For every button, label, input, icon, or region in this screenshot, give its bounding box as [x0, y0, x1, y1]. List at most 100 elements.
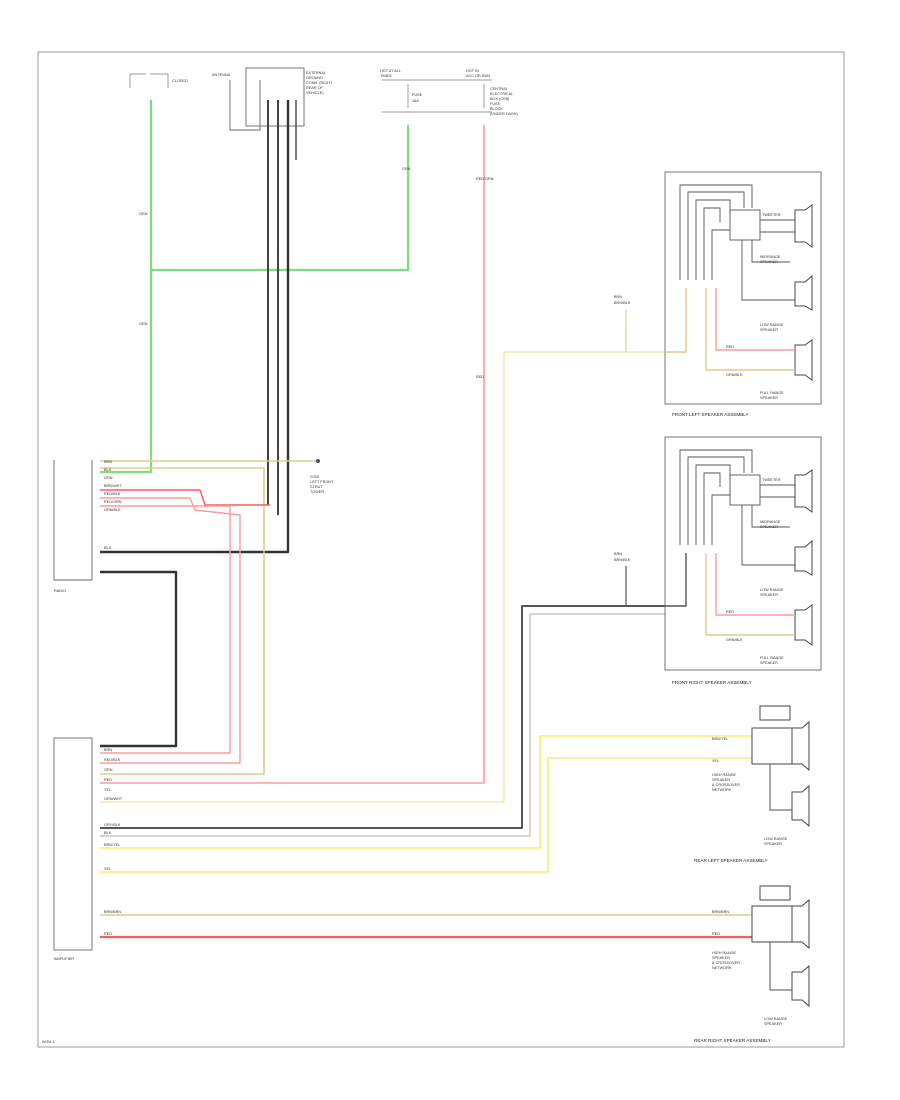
fuse-right-0: HOT IN: [466, 69, 479, 73]
wires: [100, 100, 752, 939]
rear-left-speaker-assembly: BRN/YEL YEL HIGH RANGE SPEAKER & CROSSOV…: [694, 705, 810, 863]
rear-right-caption: REAR RIGHT SPEAKER ASSEMBLY: [694, 1038, 771, 1043]
fuse-left-1: TIMES: [380, 74, 392, 78]
wire-green-fuse: [151, 125, 410, 272]
ground-note-3: TOWER: [310, 490, 324, 494]
front-left-caption: FRONT LEFT SPEAKER ASSEMBLY: [672, 412, 749, 417]
wire-green-main: [100, 100, 153, 474]
fl-woofer-0: LOW RANGE: [760, 323, 784, 327]
fl-w2: BRN/BLK: [614, 301, 631, 305]
pink-wire-label-mid: RED: [476, 375, 484, 379]
amp-wire-5: GRN/WHT: [104, 797, 123, 801]
fr-w1: BRN: [614, 552, 622, 556]
fl-mid-0: MIDRANGE: [760, 255, 781, 259]
rl-hi-1: SPEAKER: [712, 778, 730, 782]
rl-lo-0: LOW RANGE: [764, 837, 788, 841]
rl-w2: YEL: [712, 759, 719, 763]
pink-wire-label: RED/GRN: [476, 177, 494, 181]
wire-pink-power: [100, 125, 485, 784]
antenna-desc-2: CONN. (RIGHT: [306, 81, 333, 85]
rl-w1: BRN/YEL: [712, 737, 728, 741]
amplifier-unit: AMPLIFIER BRN RED/BLK GRN RED YEL GRN/WH…: [53, 737, 123, 961]
fl-woofer-1: SPEAKER: [760, 328, 778, 332]
fuse-right-desc-0: CENTRAL: [490, 87, 508, 91]
rr-hi-2: & CROSSOVER: [712, 961, 740, 965]
switch-label: CLOSED: [172, 79, 188, 83]
antenna-desc-1: GROUND: [306, 76, 323, 80]
fr-woofer-1: SPEAKER: [760, 593, 778, 597]
rl-lo-1: SPEAKER: [764, 842, 782, 846]
amp-wire-3: RED: [104, 778, 112, 782]
fl-w1: BRN: [614, 295, 622, 299]
front-right-caption: FRONT RIGHT SPEAKER ASSEMBLY: [672, 680, 752, 685]
ground-note-0: G100: [310, 475, 319, 479]
fl-tweeter: TWEETER: [762, 213, 781, 217]
rr-hi-1: SPEAKER: [712, 956, 730, 960]
antenna-desc-4: VEHICLE): [306, 91, 324, 95]
amp-wire-10: BRN/BRN: [104, 910, 121, 914]
amp-wire-4: YEL: [104, 788, 111, 792]
radio-wire-4: RED/BLK: [104, 492, 121, 496]
fr-full-1: SPEAKER: [760, 661, 778, 665]
green-wire-label-fuse: GRN: [402, 167, 411, 171]
amp-wire-7: BLK: [104, 831, 112, 835]
radio-unit: RADIO BRN BLK GRN BRN/WHT RED/BLK RED/GR…: [53, 460, 122, 593]
front-left-speaker-assembly: FRONT LEFT SPEAKER ASSEMBLY TWEETER MIDR…: [614, 171, 822, 417]
amplifier-label: AMPLIFIER: [54, 957, 74, 961]
rl-hi-0: HIGH RANGE: [712, 773, 737, 777]
fuse-left-desc-1: 15A: [412, 99, 419, 103]
fr-mid-0: MIDRANGE: [760, 520, 781, 524]
fuse-right-1: ACC OR RUN: [466, 74, 490, 78]
fuse-right-desc-4: BLOCK: [490, 107, 503, 111]
ground-note-2: STRUT: [310, 485, 323, 489]
fl-conn-0: RED: [726, 345, 734, 349]
fuse-left-0: HOT AT ALL: [380, 69, 401, 73]
fuse-left-desc-0: FUSE: [412, 93, 423, 97]
radio-wire-0: BRN: [104, 460, 112, 464]
front-right-speaker-assembly: FRONT RIGHT SPEAKER ASSEMBLY TWEETER MID…: [614, 436, 822, 685]
footer-code: W/D4-1: [42, 1040, 55, 1044]
fr-conn-1: GRN/BLK: [726, 638, 743, 642]
wire-amp-rl2: [100, 757, 752, 873]
amp-wire-2: GRN: [104, 768, 113, 772]
fuse-right-desc-1: ELECTRICAL: [490, 92, 513, 96]
fr-woofer-0: LOW RANGE: [760, 588, 784, 592]
diagram-frame: [37, 51, 845, 1048]
antenna-label: ANTENNA: [212, 73, 231, 77]
rl-hi-2: & CROSSOVER: [712, 783, 740, 787]
fuse-block: HOT AT ALL TIMES HOT IN ACC OR RUN FUSE …: [380, 69, 518, 116]
amp-wire-11: RED: [104, 932, 112, 936]
fr-w2: BRN/BLK: [614, 558, 631, 562]
radio-wire-6: GRN/BLK: [104, 508, 121, 512]
rr-w2: RED: [712, 932, 720, 936]
amp-wire-8: BRN/YEL: [104, 843, 120, 847]
radio-label: RADIO: [54, 589, 66, 593]
wire-radio-dark: [100, 570, 178, 748]
wire-radio-red1: [100, 489, 270, 506]
rr-hi-3: NETWORK: [712, 966, 732, 970]
radio-wire-1: BLK: [104, 468, 112, 472]
wire-antenna-3: [100, 100, 290, 554]
fuse-right-desc-3: FUSE: [490, 102, 501, 106]
rl-hi-3: NETWORK: [712, 788, 732, 792]
fl-mid-1: SPEAKER: [760, 260, 778, 264]
fr-conn-0: RED: [726, 610, 734, 614]
wire-amp-fr2: [100, 613, 665, 837]
ground-point: G100 LEFT FRONT STRUT TOWER: [310, 459, 334, 494]
rr-w1: BRN/BRN: [712, 910, 729, 914]
radio-wire-5: RED/GRN: [104, 500, 122, 504]
wire-amp-fl: [100, 351, 665, 803]
fr-mid-1: SPEAKER: [760, 525, 778, 529]
fl-full-0: FULL RANGE: [760, 391, 784, 395]
wire-amp-fr: [100, 605, 665, 829]
rear-left-caption: REAR LEFT SPEAKER ASSEMBLY: [694, 858, 768, 863]
green-wire-label-mid: GRN: [139, 322, 148, 326]
rr-lo-1: SPEAKER: [764, 1022, 782, 1026]
antenna-block: ANTENNA EXTERNAL GROUND CONN. (RIGHT REA…: [212, 67, 333, 131]
antenna-desc-3: REAR OF: [306, 86, 324, 90]
wire-radio-red3: [100, 505, 231, 754]
green-wire-label-top: GRN: [139, 212, 148, 216]
amp-wire-0: BRN: [104, 748, 112, 752]
wire-amp-rl1: [100, 735, 752, 849]
